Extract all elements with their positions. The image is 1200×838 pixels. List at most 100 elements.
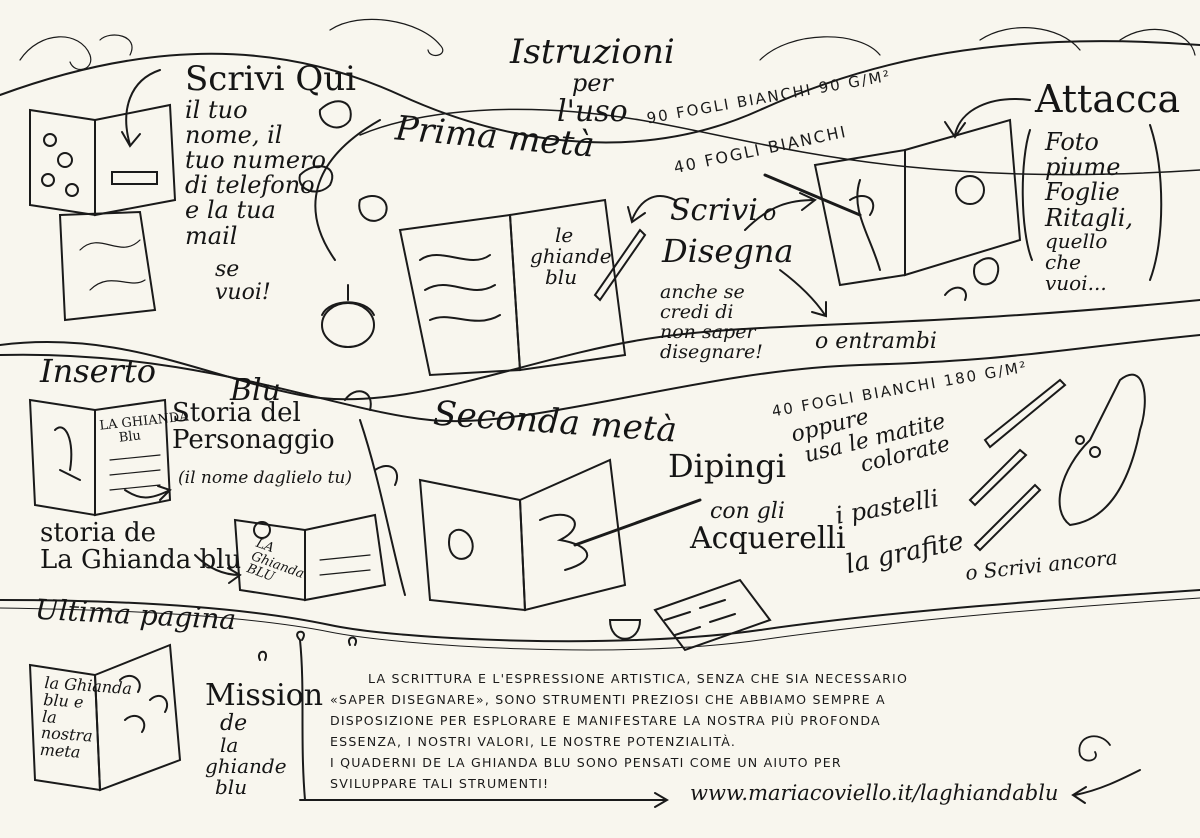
arrow-bottom bbox=[299, 792, 669, 808]
mission-line: Mission bbox=[205, 678, 324, 713]
write-draw-o: o bbox=[762, 201, 777, 226]
story-char-line: Personaggio bbox=[172, 425, 335, 456]
book-seconda-sketch bbox=[418, 458, 702, 612]
pencils-sketch bbox=[968, 378, 1067, 552]
mission-line: de bbox=[220, 710, 248, 736]
note-line: disegnare! bbox=[660, 340, 763, 363]
arrow-attach bbox=[944, 98, 1031, 139]
write-here-aside: se vuoi! bbox=[215, 258, 271, 304]
acorn-sketch bbox=[321, 284, 375, 348]
note-line: non saper bbox=[660, 320, 756, 343]
blu-label: Blu bbox=[230, 373, 281, 408]
write-here-line: e la tua bbox=[185, 196, 276, 225]
title-line-2: per bbox=[571, 68, 613, 97]
write-here-line: di telefono bbox=[185, 171, 315, 200]
arrow-to-attach bbox=[744, 192, 817, 231]
arrow-small-book bbox=[194, 554, 242, 584]
title-line-3: l'uso bbox=[557, 93, 628, 129]
fish-sketch bbox=[1058, 373, 1146, 527]
write-here-line: nome, il bbox=[185, 120, 283, 149]
story-char-line: Storia del bbox=[172, 398, 301, 428]
or-both-label: o entrambi bbox=[815, 329, 937, 354]
arrow-url bbox=[1071, 769, 1141, 804]
arrow-to-book-prima bbox=[627, 195, 676, 224]
website-link[interactable]: www.mariacoviello.it/laghiandablu bbox=[690, 781, 1059, 805]
flourish-mid bbox=[329, 18, 444, 57]
write-draw-l2: Disegna bbox=[662, 232, 794, 270]
book-attach-sketch bbox=[763, 118, 1022, 287]
spiral-end bbox=[1078, 735, 1111, 762]
paragraph-line: «SAPER DISEGNARE», SONO STRUMENTI PREZIO… bbox=[330, 692, 886, 707]
story-ghianda: storia de La Ghianda blu bbox=[40, 518, 242, 576]
book-inserto-sketch bbox=[28, 398, 172, 517]
leaf-attach bbox=[944, 257, 1000, 301]
band-line-3 bbox=[0, 589, 1200, 643]
band-line-1a bbox=[0, 299, 1200, 401]
inserto-label: Inserto bbox=[40, 352, 157, 390]
paragraph-line: LA SCRITTURA E L'ESPRESSIONE ARTISTICA, … bbox=[368, 671, 909, 686]
book-small-sketch bbox=[233, 513, 387, 602]
write-here-block: Scrivi Qui il tuo nome, il tuo numero di… bbox=[185, 59, 356, 250]
write-here-title: Scrivi Qui bbox=[185, 59, 356, 99]
arrow-or-both bbox=[779, 269, 827, 318]
bracket-attach-right bbox=[1149, 124, 1163, 281]
paragraph-line: SVILUPPARE TALI STRUMENTI! bbox=[330, 776, 550, 791]
attach-item: che bbox=[1045, 249, 1081, 274]
paragraph-line: I QUADERNI DE LA GHIANDA BLU SONO PENSAT… bbox=[330, 755, 842, 770]
leaf-3 bbox=[358, 195, 388, 222]
arrow-write-here bbox=[121, 69, 161, 148]
vine-2 bbox=[344, 390, 406, 596]
mission-paragraph: LA SCRITTURA E L'ESPRESSIONE ARTISTICA, … bbox=[330, 668, 908, 794]
flourish-right bbox=[759, 27, 1196, 61]
title-block: Istruzioni per l'uso bbox=[510, 32, 675, 129]
watercolors-block: con gli Acquerelli bbox=[690, 500, 846, 555]
write-here-line: tuo numero bbox=[185, 146, 326, 175]
paragraph-line: ESSENZA, I NOSTRI VALORI, LE NOSTRE POTE… bbox=[330, 734, 737, 749]
book-ultima-sketch bbox=[28, 643, 182, 792]
band-line-3b bbox=[0, 597, 1200, 651]
note-line: credi di bbox=[660, 300, 734, 323]
attach-item: vuoi... bbox=[1045, 270, 1107, 295]
bracket-attach-left bbox=[1021, 129, 1033, 261]
paragraph-line: DISPOSIZIONE PER ESPLORARE E MANIFESTARE… bbox=[330, 713, 881, 728]
story-ghianda-line: storia de bbox=[40, 518, 156, 548]
mission-block: Mission de la ghiande blu bbox=[205, 680, 323, 798]
flourish-left bbox=[19, 34, 133, 71]
attach-item: Foto bbox=[1045, 128, 1099, 156]
band-line-top bbox=[0, 40, 1200, 144]
note-draw-block: anche se credi di non saper disegnare! bbox=[660, 281, 763, 363]
leaf-2 bbox=[298, 165, 334, 193]
note-line: anche se bbox=[660, 281, 745, 303]
write-draw-l1: Scrivi bbox=[670, 193, 758, 228]
write-here-line: il tuo bbox=[185, 95, 248, 124]
book-prima-sketch bbox=[398, 198, 647, 377]
watercolors-line: Acquerelli bbox=[690, 521, 846, 557]
arrow-inserto bbox=[124, 485, 172, 501]
book-text-line: ghiande bbox=[530, 244, 612, 268]
attach-list: Foto piume Foglie Ritagli, quello che vu… bbox=[1045, 128, 1134, 295]
attach-item: quello bbox=[1045, 228, 1108, 253]
story-note: (il nome daglielo tu) bbox=[178, 468, 353, 488]
attach-title: Attacca bbox=[1035, 77, 1181, 121]
vine-1 bbox=[314, 119, 381, 261]
book-text-line: le bbox=[555, 223, 574, 247]
title-line-1: Istruzioni bbox=[510, 32, 675, 72]
aside-line: vuoi! bbox=[215, 280, 271, 306]
attach-item: Foglie bbox=[1045, 178, 1120, 207]
watercolor-box-sketch bbox=[608, 578, 772, 652]
book-prima-text: le ghiande blu bbox=[530, 225, 612, 288]
book-ultima-text: la Ghianda blu e la nostra meta bbox=[39, 673, 132, 765]
paint-label: Dipingi bbox=[668, 447, 786, 485]
band-line-1b bbox=[359, 108, 1200, 176]
band-line-2 bbox=[0, 334, 1200, 423]
book-text-line: blu bbox=[545, 265, 578, 289]
book-write-here-sketch bbox=[29, 103, 177, 322]
attach-item: piume bbox=[1045, 153, 1121, 182]
mission-line: blu bbox=[215, 774, 248, 799]
story-character: Storia del Personaggio bbox=[172, 398, 335, 456]
story-ghianda-line: La Ghianda blu bbox=[40, 545, 242, 576]
aside-line: se bbox=[215, 257, 240, 282]
attach-item: Ritagli, bbox=[1045, 203, 1134, 232]
write-here-line: mail bbox=[185, 221, 238, 250]
